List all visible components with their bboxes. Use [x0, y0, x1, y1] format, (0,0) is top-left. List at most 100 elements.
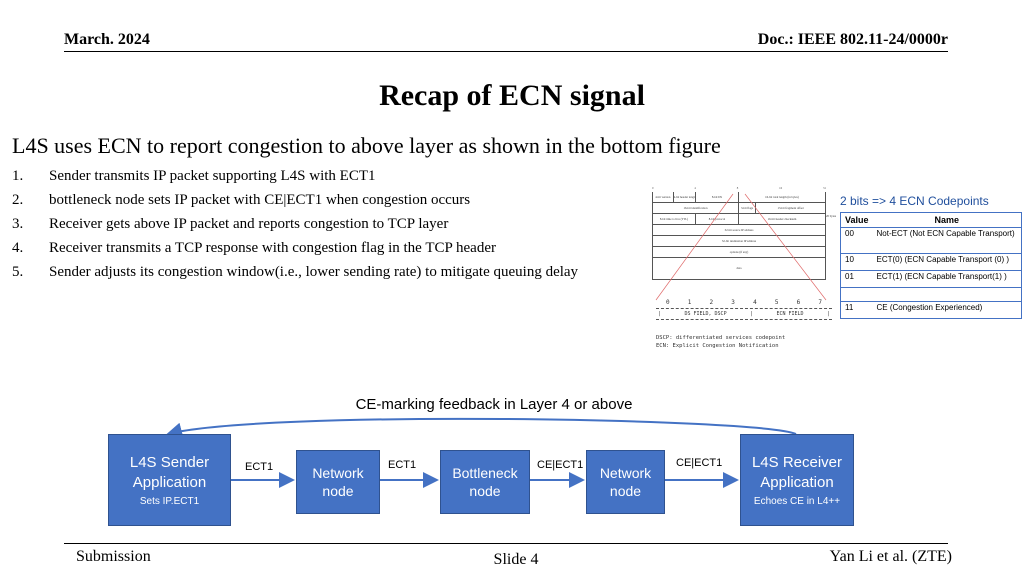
node1-line2: node: [322, 483, 354, 499]
ip-row: options (if any): [652, 247, 826, 258]
ds-ruler: | DS FIELD, DSCP | ECN FIELD |: [656, 308, 832, 320]
list-text: Receiver gets above IP packet and report…: [49, 216, 449, 232]
list-number: 4.: [12, 240, 24, 256]
receiver-sub: Echoes CE in L4++: [753, 496, 841, 507]
empty-cell: [872, 287, 1022, 302]
bit-label: 0: [652, 186, 654, 190]
ip-row: 8-bit time to live (TTL) 8-bit protocol …: [652, 214, 826, 225]
footer-submission: Submission: [76, 548, 151, 565]
bottleneck-line2: node: [469, 483, 501, 499]
ip-cell: 4-bit version: [653, 192, 674, 202]
ip-cell: 8-bit time to live (TTL): [653, 214, 696, 224]
ip-cell: 32-bit destination IP address: [721, 239, 757, 243]
network-node-1: Network node: [296, 450, 380, 514]
ds-legend: DSCP: differentiated services codepoint …: [656, 334, 832, 350]
ip-cell: data: [736, 266, 742, 270]
network-node-2: Network node: [586, 450, 665, 514]
ecn-value: 10: [840, 253, 873, 271]
ip-row: 32-bit source IP address: [652, 225, 826, 236]
bit-label: 3: [731, 299, 735, 306]
bit-label: 31: [823, 186, 826, 190]
list-number: 5.: [12, 264, 24, 280]
ip-header-figure: 0 4 8 16 31 4-bit version 4-bit header l…: [652, 186, 826, 280]
bit-label: 5: [774, 299, 779, 306]
ecn-value: 11: [840, 301, 873, 319]
bottleneck-line1: Bottleneck: [452, 465, 518, 481]
bit-label: 4: [753, 299, 757, 306]
list-text: bottleneck node sets IP packet with CE|E…: [49, 192, 471, 208]
table-row: 01 ECT(1) (ECN Capable Transport(1) ): [840, 270, 1022, 288]
header-date: March. 2024: [64, 31, 150, 48]
flow-label: CE|ECT1: [537, 459, 584, 471]
lead-text: L4S uses ECN to report congestion to abo…: [12, 133, 721, 158]
ip-cell: 16-bit total length (in bytes): [765, 195, 799, 199]
node1-line1: Network: [312, 465, 364, 481]
ecn-name: ECT(1) (ECN Capable Transport(1) ): [872, 270, 1022, 288]
ip-cell: 32-bit source IP address: [724, 228, 754, 232]
list-number: 3.: [12, 216, 24, 232]
empty-cell: [840, 287, 873, 302]
ip-cell: options (if any): [729, 250, 749, 254]
bit-label: 16: [779, 186, 783, 190]
sender-line2: Application: [132, 474, 207, 491]
ecn-table: Value Name 00 Not-ECT (Not ECN Capable T…: [840, 212, 1022, 319]
dscp-legend: DSCP: differentiated services codepoint: [656, 335, 786, 341]
receiver-box: L4S Receiver Application Echoes CE in L4…: [740, 434, 854, 526]
ecn-title: 2 bits => 4 ECN Codepoints: [840, 194, 989, 208]
bit-label: 0: [666, 299, 670, 306]
ds-bit-numbers: 0 1 2 3 4 5 6 7: [656, 299, 832, 306]
ip-side-label: 20 bytes: [826, 214, 837, 218]
ip-row: 4-bit version 4-bit header length 8-bit …: [652, 192, 826, 203]
slide-title: Recap of ECN signal: [379, 79, 645, 112]
ip-cell: 13-bit fragment offset: [777, 206, 804, 210]
list-text: Sender adjusts its congestion window(i.e…: [49, 264, 579, 280]
flow-label: ECT1: [388, 459, 417, 471]
sender-box: L4S Sender Application Sets IP.ECT1: [108, 434, 231, 526]
flow-label: CE|ECT1: [676, 457, 723, 469]
bit-label: 4: [694, 186, 696, 190]
bit-label: 8: [736, 186, 739, 190]
bit-label: 6: [796, 299, 801, 306]
receiver-line1: L4S Receiver: [751, 454, 843, 471]
dscp-label: DS FIELD, DSCP: [684, 311, 727, 317]
list-number: 1.: [12, 168, 24, 184]
ip-cell: 16-bit header checksum: [767, 217, 797, 221]
ecn-value: 00: [840, 227, 873, 254]
footer-divider: [64, 543, 948, 544]
list-text: Receiver transmits a TCP response with c…: [49, 240, 496, 256]
sender-sub: Sets IP.ECT1: [139, 496, 200, 507]
zoom-line-left: [655, 193, 734, 301]
ecn-value: 01: [840, 270, 873, 288]
table-row: 00 Not-ECT (Not ECN Capable Transport): [840, 227, 1022, 254]
ip-cell: 8-bit protocol: [696, 214, 739, 224]
ecn-legend: ECN: Explicit Congestion Notification: [656, 343, 779, 349]
list-number: 2.: [12, 192, 24, 208]
header-doc-id: Doc.: IEEE 802.11-24/0000r: [757, 31, 948, 48]
flow-label: ECT1: [245, 461, 274, 473]
ecn-name: CE (Congestion Experienced): [872, 301, 1022, 319]
header-divider: [64, 51, 948, 52]
ip-bit-numbers: 0 4 8 16 31: [652, 186, 826, 192]
ds-field-diagram: 0 1 2 3 4 5 6 7 | DS FIELD, DSCP | ECN F…: [656, 299, 832, 350]
ip-cell: 4-bit header length: [674, 192, 696, 202]
bit-label: 1: [687, 299, 692, 306]
table-spacer-row: [840, 287, 1022, 302]
list-text: Sender transmits IP packet supporting L4…: [49, 168, 376, 184]
feedback-arrow: [166, 417, 797, 439]
ip-cell: 8-bit DS: [696, 192, 739, 202]
ip-row: 32-bit destination IP address: [652, 236, 826, 247]
ip-row: data: [652, 258, 826, 280]
zoom-line-right: [744, 193, 827, 301]
table-row: 11 CE (Congestion Experienced): [840, 301, 1022, 319]
ecn-name: Not-ECT (Not ECN Capable Transport): [872, 227, 1022, 254]
sender-line1: L4S Sender: [129, 454, 210, 471]
ecn-codepoints: 2 bits => 4 ECN Codepoints Value Name 00…: [840, 194, 1022, 319]
table-row: 10 ECT(0) (ECN Capable Transport (0) ): [840, 253, 1022, 271]
footer-author: Yan Li et al. (ZTE): [829, 548, 952, 565]
bit-label: 2: [709, 299, 714, 306]
ecn-name: ECT(0) (ECN Capable Transport (0) ): [872, 253, 1022, 271]
ip-cell: 16-bit identification: [653, 203, 739, 213]
node2-line1: Network: [599, 465, 652, 481]
feedback-label: CE-marking feedback in Layer 4 or above: [355, 396, 633, 413]
